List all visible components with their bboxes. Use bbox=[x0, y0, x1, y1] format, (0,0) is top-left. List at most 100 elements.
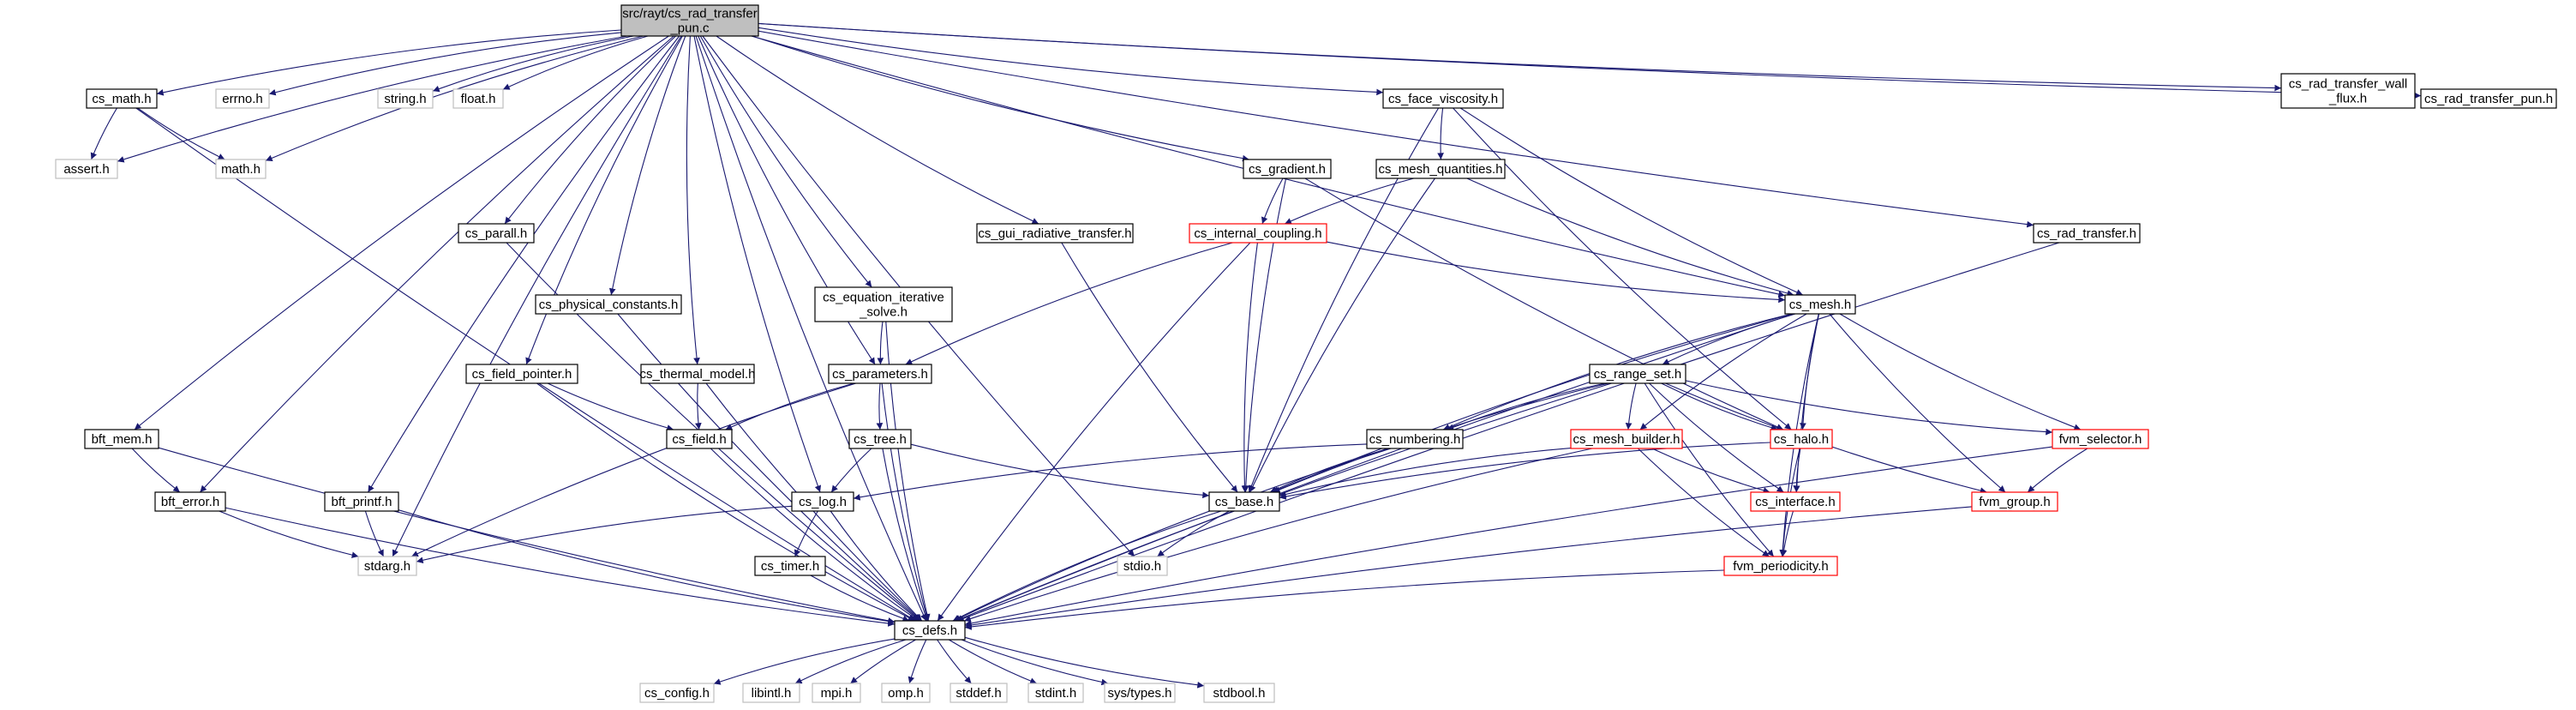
node-cs-field-pointer-h[interactable]: cs_field_pointer.h bbox=[465, 364, 578, 384]
node-cs-math-h[interactable]: cs_math.h bbox=[86, 88, 158, 109]
node-cs-internal-coupling-h[interactable]: cs_internal_coupling.h bbox=[1189, 223, 1327, 244]
node-label: cs_physical_constants.h bbox=[539, 298, 679, 312]
node-label: cs_config.h bbox=[644, 686, 710, 701]
edge-cs_halo_h-to-cs_interface_h bbox=[1793, 448, 1801, 493]
edge-cs_mesh_builder_h-to-cs_defs_h bbox=[963, 448, 1593, 623]
edge-cs_thermal_model_h-to-cs_field_h bbox=[695, 382, 702, 430]
node-errno-h[interactable]: errno.h bbox=[215, 88, 270, 109]
node-cs-parall-h[interactable]: cs_parall.h bbox=[458, 223, 535, 244]
node-cs-mesh-builder-h[interactable]: cs_mesh_builder.h bbox=[1570, 429, 1683, 449]
node-cs-log-h[interactable]: cs_log.h bbox=[791, 491, 854, 512]
node-cs-equation-iterative-solve-h[interactable]: cs_equation_iterative_solve.h bbox=[814, 286, 953, 322]
node-assert-h[interactable]: assert.h bbox=[55, 159, 118, 179]
edge-cs_numbering_h-to-cs_log_h bbox=[853, 443, 1368, 501]
node-math-h[interactable]: math.h bbox=[215, 159, 267, 179]
node-cs-mesh-h[interactable]: cs_mesh.h bbox=[1784, 294, 1856, 315]
edge-cs_base_h-to-cs_defs_h bbox=[952, 510, 1222, 622]
node-cs-defs-h[interactable]: cs_defs.h bbox=[894, 620, 966, 641]
edge-cs_physical_constants_h-to-cs_defs_h bbox=[617, 313, 921, 622]
node-box bbox=[1243, 159, 1332, 179]
edge-cs_log_h-to-stdarg_h bbox=[416, 505, 793, 564]
node-cs-base-h[interactable]: cs_base.h bbox=[1208, 491, 1280, 512]
node-label: stdbool.h bbox=[1213, 686, 1266, 701]
edge-root-to-string_h bbox=[432, 35, 634, 93]
node-box bbox=[357, 556, 417, 576]
node-cs-gradient-h[interactable]: cs_gradient.h bbox=[1243, 159, 1332, 179]
edge-root-to-cs_rad_transfer_h bbox=[758, 30, 2034, 228]
node-cs-parameters-h[interactable]: cs_parameters.h bbox=[828, 364, 932, 384]
edge-cs_range_set_h-to-cs_mesh_builder_h bbox=[1625, 382, 1637, 430]
node-label: cs_thermal_model.h bbox=[639, 367, 755, 382]
node-label: cs_parameters.h bbox=[832, 367, 928, 382]
node-cs-rad-transfer-pun-h[interactable]: cs_rad_transfer_pun.h bbox=[2420, 88, 2557, 109]
node-cs-thermal-model-h[interactable]: cs_thermal_model.h bbox=[639, 364, 756, 384]
edge-cs_defs_h-to-mpi_h bbox=[850, 639, 916, 684]
node-label: src/rayt/cs_rad_transfer bbox=[622, 7, 758, 21]
edge-cs_field_pointer_h-to-cs_defs_h bbox=[536, 382, 915, 622]
node-stdio-h[interactable]: stdio.h bbox=[1117, 556, 1168, 576]
node-box bbox=[55, 159, 118, 179]
node-sys-types-h[interactable]: sys/types.h bbox=[1104, 683, 1176, 703]
node-cs-rad-transfer-h[interactable]: cs_rad_transfer.h bbox=[2033, 223, 2141, 244]
node-cs-halo-h[interactable]: cs_halo.h bbox=[1770, 429, 1833, 449]
node-stddef-h[interactable]: stddef.h bbox=[950, 683, 1008, 703]
node-cs-timer-h[interactable]: cs_timer.h bbox=[754, 556, 826, 576]
edge-cs_mesh_quantities_h-to-cs_base_h bbox=[1249, 178, 1435, 493]
node-cs-interface-h[interactable]: cs_interface.h bbox=[1750, 491, 1841, 512]
node-label: cs_range_set.h bbox=[1594, 367, 1682, 382]
edge-cs_gradient_h-to-cs_internal_coupling_h bbox=[1261, 178, 1284, 225]
node-box bbox=[894, 620, 966, 641]
node-omp-h[interactable]: omp.h bbox=[881, 683, 931, 703]
node-box bbox=[535, 294, 682, 315]
node-libintl-h[interactable]: libintl.h bbox=[742, 683, 800, 703]
edge-cs_field_pointer_h-to-cs_field_h bbox=[547, 382, 674, 431]
node-box bbox=[324, 491, 399, 512]
edge-cs_defs_h-to-stddef_h bbox=[937, 639, 972, 684]
edge-root-to-cs_parall_h bbox=[504, 35, 676, 225]
edge-root-to-cs_rad_transfer_wall_flux_h bbox=[758, 22, 2282, 92]
node-string-h[interactable]: string.h bbox=[377, 88, 434, 109]
edge-root-to-math_h bbox=[265, 35, 644, 161]
node-cs-gui-radiative-transfer-h[interactable]: cs_gui_radiative_transfer.h bbox=[976, 223, 1134, 244]
node-label: sys/types.h bbox=[1107, 686, 1171, 701]
node-box bbox=[848, 429, 912, 449]
node-cs-numbering-h[interactable]: cs_numbering.h bbox=[1366, 429, 1464, 449]
node-fvm-selector-h[interactable]: fvm_selector.h bbox=[2052, 429, 2149, 449]
edge-cs_tree_h-to-cs_base_h bbox=[910, 443, 1210, 499]
edge-cs_gui_radiative_transfer_h-to-cs_base_h bbox=[1061, 242, 1238, 493]
node-box bbox=[950, 683, 1008, 703]
node-stdbool-h[interactable]: stdbool.h bbox=[1203, 683, 1275, 703]
node-label: cs_gui_radiative_transfer.h bbox=[978, 226, 1131, 241]
node-root[interactable]: src/rayt/cs_rad_transfer_pun.c bbox=[620, 4, 759, 37]
edge-cs_parameters_h-to-stdarg_h bbox=[410, 382, 856, 557]
node-box bbox=[1723, 556, 1838, 576]
node-label: stdarg.h bbox=[364, 559, 410, 574]
node-stdarg-h[interactable]: stdarg.h bbox=[357, 556, 417, 576]
edge-cs_field_h-to-cs_defs_h bbox=[710, 448, 920, 622]
edge-cs_gradient_h-to-cs_base_h bbox=[1242, 178, 1287, 493]
node-bft-mem-h[interactable]: bft_mem.h bbox=[84, 429, 159, 449]
node-label: cs_base.h bbox=[1215, 495, 1273, 509]
node-cs-rad-transfer-wall-flux-h[interactable]: cs_rad_transfer_wall_flux.h bbox=[2280, 73, 2416, 109]
edge-cs_mesh_h-to-cs_mesh_builder_h bbox=[1639, 313, 1807, 430]
node-cs-mesh-quantities-h[interactable]: cs_mesh_quantities.h bbox=[1375, 159, 1506, 179]
node-bft-error-h[interactable]: bft_error.h bbox=[154, 491, 226, 512]
edge-root-to-bft_printf_h bbox=[368, 35, 680, 493]
node-cs-field-h[interactable]: cs_field.h bbox=[666, 429, 733, 449]
node-box bbox=[1382, 88, 1504, 109]
node-cs-tree-h[interactable]: cs_tree.h bbox=[848, 429, 912, 449]
node-label: cs_rad_transfer_pun.h bbox=[2424, 92, 2553, 106]
node-fvm-periodicity-h[interactable]: fvm_periodicity.h bbox=[1723, 556, 1838, 576]
node-label: libintl.h bbox=[752, 686, 792, 701]
node-fvm-group-h[interactable]: fvm_group.h bbox=[1971, 491, 2058, 512]
node-cs-physical-constants-h[interactable]: cs_physical_constants.h bbox=[535, 294, 682, 315]
node-bft-printf-h[interactable]: bft_printf.h bbox=[324, 491, 399, 512]
node-cs-range-set-h[interactable]: cs_range_set.h bbox=[1589, 364, 1686, 384]
node-cs-face-viscosity-h[interactable]: cs_face_viscosity.h bbox=[1382, 88, 1504, 109]
edge-fvm_selector_h-to-cs_defs_h bbox=[964, 446, 2053, 627]
node-float-h[interactable]: float.h bbox=[452, 88, 504, 109]
edge-root-to-cs_defs_h bbox=[695, 35, 927, 622]
node-stdint-h[interactable]: stdint.h bbox=[1027, 683, 1084, 703]
node-mpi-h[interactable]: mpi.h bbox=[812, 683, 861, 703]
node-cs-config-h[interactable]: cs_config.h bbox=[639, 683, 715, 703]
